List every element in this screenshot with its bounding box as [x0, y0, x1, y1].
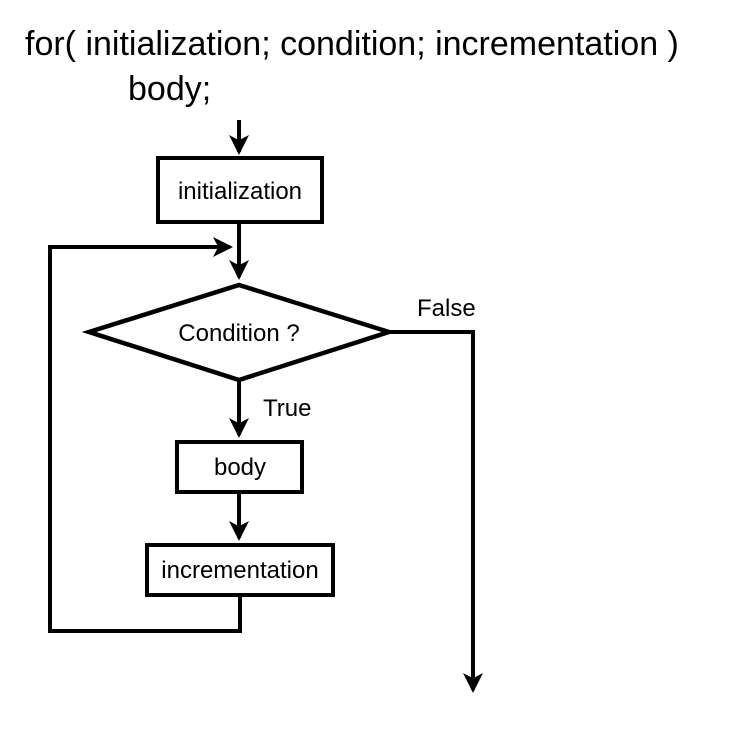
body-label: body	[214, 454, 266, 481]
true-branch-label: True	[263, 395, 311, 422]
loop-back-arrow	[48, 237, 242, 633]
incrementation-box	[145, 543, 335, 597]
false-branch-arrow	[389, 330, 483, 693]
initialization-label: initialization	[178, 178, 302, 205]
incrementation-label: incrementation	[161, 557, 318, 584]
body-box	[175, 440, 304, 494]
for-loop-syntax-text: for( initialization; condition; incremen…	[25, 22, 679, 112]
for-loop-syntax-line1: for( initialization; condition; incremen…	[25, 25, 679, 63]
false-branch-label: False	[417, 295, 476, 322]
condition-diamond	[81, 282, 397, 383]
condition-label: Condition ?	[178, 320, 299, 347]
for-loop-syntax-line2: body;	[128, 70, 212, 108]
initialization-box	[156, 156, 324, 224]
